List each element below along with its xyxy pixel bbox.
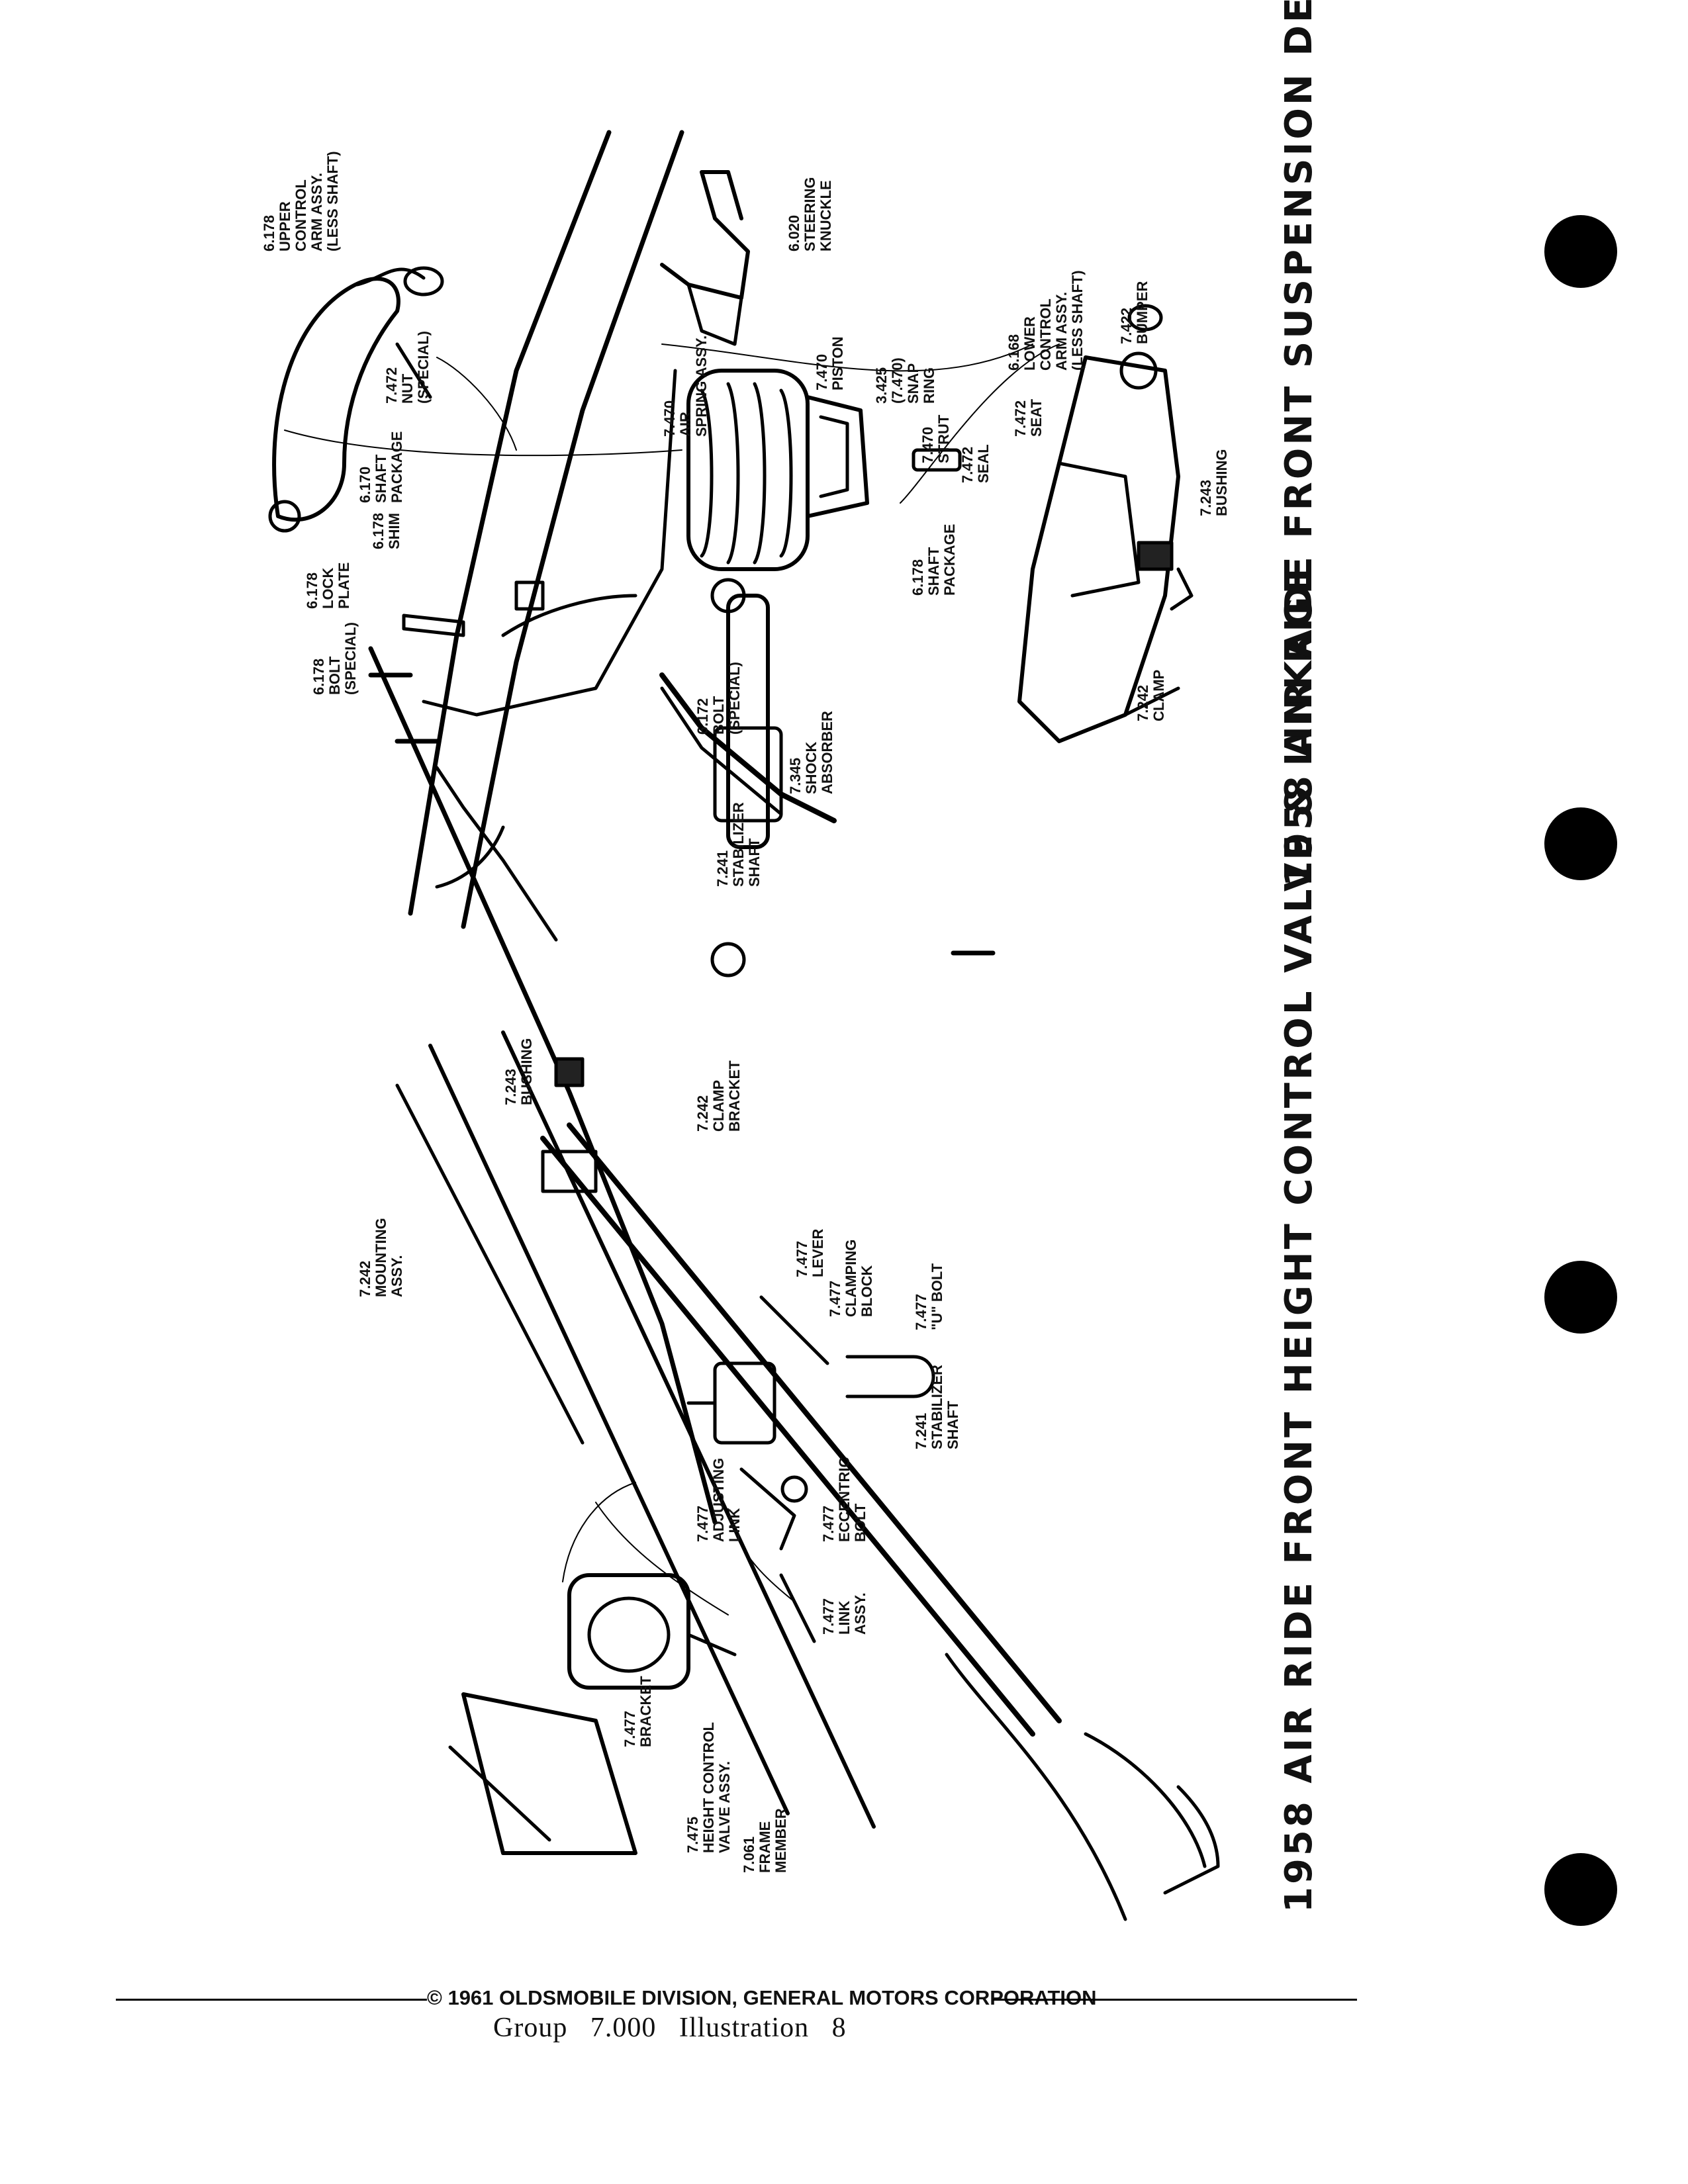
callout-u-bolt: 7.477"U" BOLT: [913, 1263, 945, 1330]
copyright-text: © 1961 OLDSMOBILE DIVISION, GENERAL MOTO…: [427, 1986, 1097, 2009]
illustration-number: 8: [831, 2013, 847, 2043]
group-illustration-line: Group 7.000 Illustration 8: [493, 2012, 847, 2044]
binder-hole-1: [1544, 215, 1617, 288]
illustration-label: Illustration: [679, 2013, 810, 2043]
binder-hole-2: [1544, 807, 1617, 880]
footer-rule-right: [993, 1999, 1357, 2001]
left-panel-title: 1958 AIR RIDE FRONT HEIGHT CONTROL VALVE…: [1278, 566, 1321, 1913]
suspension-drawing: [268, 130, 1194, 978]
group-label: Group: [493, 2013, 568, 2043]
binder-hole-4: [1544, 1853, 1617, 1926]
group-number: 7.000: [590, 2013, 657, 2043]
footer-rule-left: [116, 1999, 427, 2001]
linkage-drawing: [368, 646, 1220, 1921]
binder-hole-3: [1544, 1261, 1617, 1334]
